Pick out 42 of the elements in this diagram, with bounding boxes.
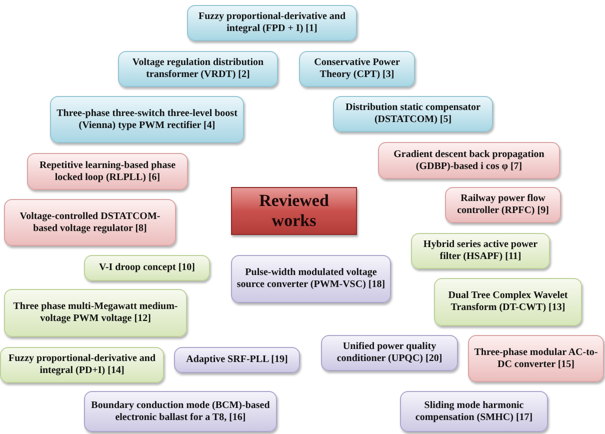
topic-box — [434, 278, 582, 326]
topic-box — [118, 51, 278, 87]
topic-box — [27, 153, 188, 190]
topic-label: Fuzzy proportional-derivative and integral (PD+I) [14] — [7, 353, 157, 377]
topic-box — [84, 391, 277, 432]
topic-box — [231, 255, 391, 303]
topic-label: Three phase multi-Megawatt medium-voltage PWM voltage [12] — [12, 301, 179, 325]
topic-box — [187, 5, 357, 41]
topic-label: Dual Tree Complex Wavelet Transform (DT-CWT) [13] — [447, 290, 569, 314]
central-topic-box — [231, 187, 357, 235]
topic-box — [50, 96, 244, 143]
topic-box — [321, 335, 458, 371]
topic-box — [174, 347, 300, 373]
topic-label: Conservative Power Theory (CPT) [3] — [313, 57, 401, 81]
topic-label: Pulse-width modulated voltage source converter (PWM-VSC) [18] — [236, 267, 386, 291]
topic-box — [4, 289, 187, 337]
topic-label: Unified power quality conditioner (UPQC) [20] — [336, 341, 444, 365]
topic-box — [378, 142, 560, 179]
topic-box — [84, 255, 210, 281]
topic-label: Distribution static compensator (DSTATCOM) [5] — [344, 102, 482, 126]
topic-box — [0, 347, 164, 383]
topic-label: Hybrid series active power filter (HSAPF) [11] — [422, 239, 539, 263]
topic-label: Fuzzy proportional-derivative and integral (FPD + I) [1] — [197, 11, 347, 35]
topic-label: Sliding mode harmonic compensation (SMHC) [17] — [414, 400, 534, 424]
topic-label: Repetitive learning-based phase locked loop (RLPLL) [6] — [38, 160, 177, 184]
topic-label: Railway power flow controller (RPFC) [9] — [456, 193, 550, 217]
topic-box — [468, 335, 604, 382]
topic-label: Three-phase three-switch three-level boost (Vienna) type PWM rectifier [4] — [56, 108, 238, 132]
topic-label: Three-phase modular AC-to-DC converter [15] — [473, 346, 599, 370]
topic-label: Voltage-controlled DSTATCOM-based voltage regulator [8] — [18, 210, 162, 234]
topic-label: Gradient descent back propagation (GDBP)-based i cos φ [7] — [392, 148, 546, 172]
topic-label: Voltage regulation distribution transformer (VRDT) [2] — [131, 57, 265, 81]
topic-box — [4, 199, 176, 246]
topic-box — [400, 391, 548, 432]
topic-label: Adaptive SRF-PLL [19] — [186, 354, 288, 366]
topic-label: Boundary conduction mode (BCM)-based electronic ballast for a T8, [16] — [90, 400, 271, 424]
topic-label: Reviewed works — [258, 190, 330, 232]
topic-box — [333, 96, 493, 132]
topic-box — [411, 233, 550, 269]
topic-box — [445, 187, 561, 223]
topic-box — [299, 51, 415, 87]
topic-label: V-I droop concept [10] — [98, 262, 195, 274]
